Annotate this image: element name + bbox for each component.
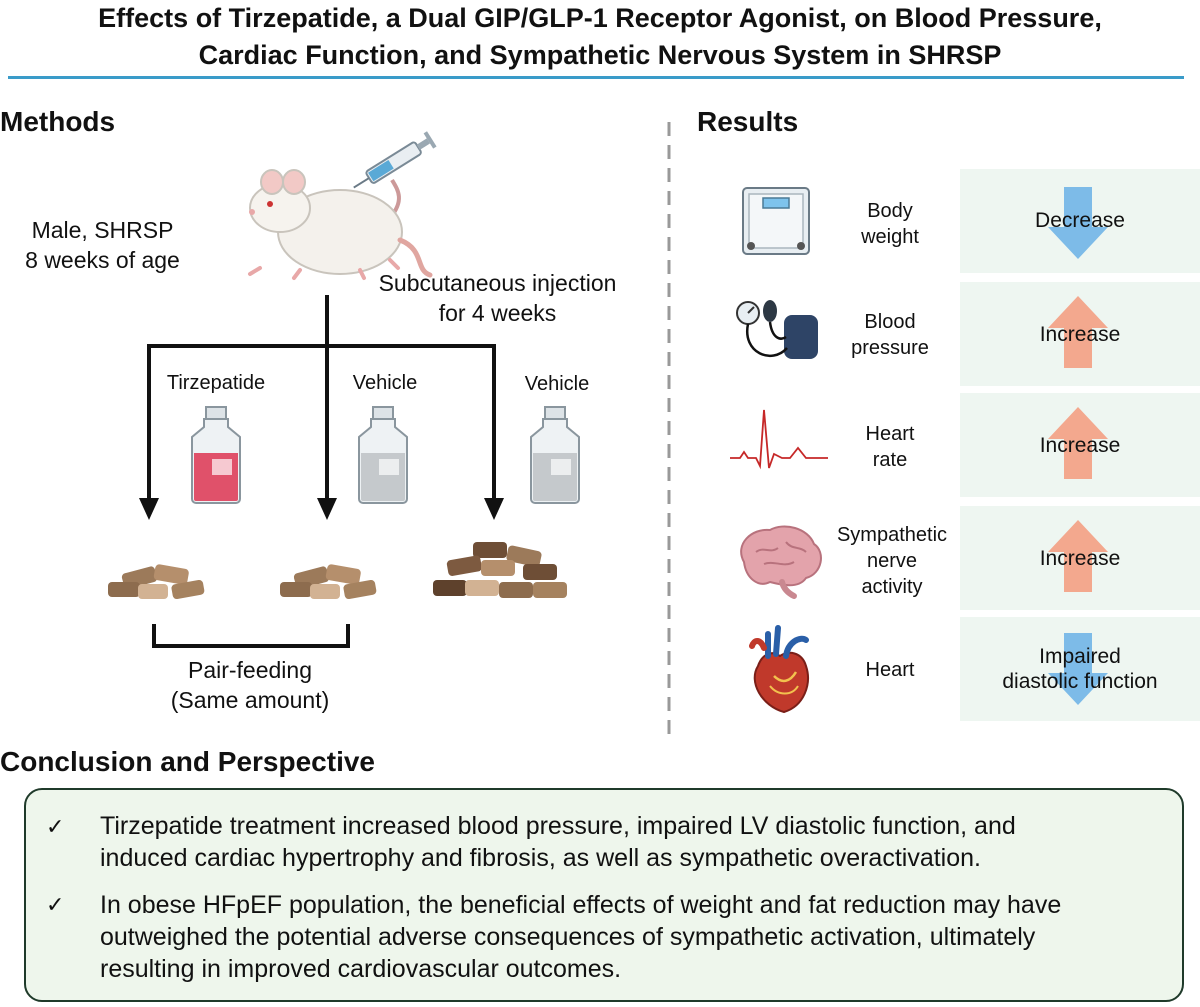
food-pellets-icon: [108, 564, 205, 600]
bullet-line: In obese HFpEF population, the beneficia…: [100, 891, 1062, 919]
result-label-line: pressure: [851, 337, 929, 359]
result-label-line: Heart: [865, 659, 915, 681]
group-label-vehicle-1: Vehicle: [352, 372, 418, 394]
page-title: Effects of Tirzepatide, a Dual GIP/GLP-1…: [0, 0, 1200, 74]
result-effect-lines: Impaired diastolic function: [1002, 644, 1157, 694]
bottle-red-icon: [191, 406, 241, 504]
subject-line-2: 8 weeks of age: [25, 247, 180, 273]
food-pellets-icon: [433, 542, 567, 598]
result-label-line: Blood: [864, 311, 916, 333]
result-effect-body-weight: Decrease: [960, 169, 1200, 273]
result-label-body-weight: Body weight: [825, 198, 955, 250]
result-label-sympathetic: Sympathetic nerve activity: [822, 522, 962, 600]
result-label-line: activity: [861, 576, 923, 598]
result-label-line: weight: [861, 226, 919, 248]
result-box-sympathetic: Increase: [960, 506, 1200, 610]
result-label-heart-rate: Heart rate: [825, 421, 955, 473]
result-effect-heart-rate: Increase: [960, 393, 1200, 497]
result-effect-line: Impaired: [1039, 645, 1121, 668]
up-arrow-icon: [1048, 520, 1108, 592]
scale-icon: [742, 187, 810, 255]
conclusion-heading: Conclusion and Perspective: [0, 746, 375, 777]
result-box-heart: Impaired diastolic function: [960, 617, 1200, 721]
conclusion-bullet-2: In obese HFpEF population, the beneficia…: [100, 889, 1160, 985]
down-arrow-icon: [1048, 187, 1108, 259]
subject-label: Male, SHRSP 8 weeks of age: [0, 215, 205, 275]
pair-feeding-label: Pair-feeding (Same amount): [140, 655, 360, 715]
rat-icon: [248, 169, 433, 280]
result-box-body-weight: Decrease: [960, 169, 1200, 273]
bullet-line: induced cardiac hypertrophy and fibrosis…: [100, 844, 981, 872]
bullet-line: resulting in improved cardiovascular out…: [100, 955, 622, 983]
ecg-icon: [730, 409, 828, 470]
bottle-clear-icon: [530, 406, 580, 504]
up-arrow-icon: [1048, 407, 1108, 479]
title-divider: [8, 76, 1184, 79]
result-box-blood-pressure: Increase: [960, 282, 1200, 386]
result-effect-sympathetic: Increase: [960, 506, 1200, 610]
result-effect-line: Increase: [1039, 433, 1121, 457]
down-arrow-icon: [1048, 633, 1108, 705]
group-label-tirzepatide: Tirzepatide: [166, 372, 266, 394]
heart-icon: [749, 625, 809, 714]
conclusion-bullet-1: Tirzepatide treatment increased blood pr…: [100, 810, 1160, 874]
result-box-heart-rate: Increase: [960, 393, 1200, 497]
blood-pressure-cuff-icon: [736, 300, 818, 359]
check-icon: ✓: [46, 814, 65, 839]
syringe-icon: [353, 131, 437, 189]
title-line-1: Effects of Tirzepatide, a Dual GIP/GLP-1…: [98, 3, 1102, 33]
result-label-blood-pressure: Blood pressure: [825, 309, 955, 361]
injection-line-2: for 4 weeks: [438, 300, 557, 326]
group-label-vehicle-2: Vehicle: [524, 373, 590, 395]
results-heading: Results: [697, 106, 799, 137]
bottle-clear-icon: [358, 406, 408, 504]
check-icon: ✓: [46, 892, 65, 917]
result-label-line: Sympathetic: [836, 524, 948, 546]
subject-line-1: Male, SHRSP: [31, 217, 174, 243]
pair-feeding-line-1: Pair-feeding: [187, 657, 313, 683]
bullet-line: Tirzepatide treatment increased blood pr…: [100, 812, 1016, 840]
title-line-2: Cardiac Function, and Sympathetic Nervou…: [198, 40, 1002, 70]
result-label-heart: Heart: [825, 657, 955, 683]
food-pellets-icon: [280, 564, 377, 600]
result-label-line: Heart: [865, 423, 915, 445]
result-label-line: nerve: [866, 550, 918, 572]
result-effect-line: Increase: [1039, 322, 1121, 346]
pair-feeding-line-2: (Same amount): [170, 687, 330, 713]
result-label-line: Body: [867, 200, 913, 222]
result-effect-line: diastolic function: [1002, 670, 1158, 693]
brain-icon: [740, 525, 822, 599]
injection-line-1: Subcutaneous injection: [378, 270, 617, 296]
result-effect-heart: Impaired diastolic function: [960, 617, 1200, 721]
bullet-line: outweighed the potential adverse consequ…: [100, 923, 1036, 951]
up-arrow-icon: [1048, 296, 1108, 368]
injection-label: Subcutaneous injection for 4 weeks: [355, 268, 640, 328]
result-effect-line: Increase: [1039, 546, 1121, 570]
methods-heading: Methods: [0, 106, 116, 137]
result-label-line: rate: [872, 449, 908, 471]
conclusion-box: [24, 788, 1184, 1002]
result-effect-blood-pressure: Increase: [960, 282, 1200, 386]
result-effect-line: Decrease: [1035, 208, 1125, 232]
